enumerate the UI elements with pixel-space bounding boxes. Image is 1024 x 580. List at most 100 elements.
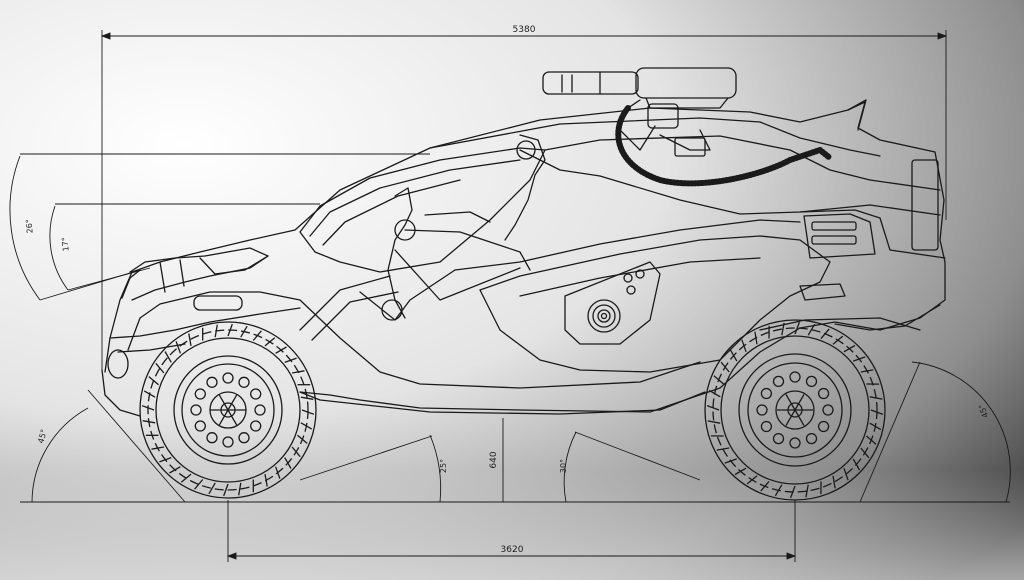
tread-block [240, 325, 248, 338]
lug-bolt [772, 432, 785, 445]
approach-angle-arc [31, 407, 89, 503]
tread-block [746, 475, 758, 485]
tread-block [275, 346, 287, 354]
tread-block [729, 349, 738, 362]
lug-bolt [238, 376, 250, 388]
ground-fade [0, 470, 1024, 580]
tread-block [869, 422, 882, 431]
tread-block [805, 484, 809, 498]
tread-block [760, 480, 770, 492]
ground-clearance-label: 640 [489, 451, 499, 468]
rear-ramp-angle-arc [563, 431, 577, 503]
tread-block [297, 434, 308, 444]
tread-block [264, 473, 268, 487]
roof-turret-icon [542, 67, 833, 187]
front-ramp-angle-arc [429, 434, 442, 503]
lug-bolt [222, 372, 234, 384]
tread-block [151, 446, 165, 450]
lug-bolt [760, 420, 773, 433]
tread-block [754, 331, 758, 345]
tread-block [734, 467, 747, 476]
tread-block [774, 484, 783, 497]
tread-block [860, 447, 870, 459]
hood-angle-arc [49, 205, 69, 291]
hub-spoke [227, 394, 238, 411]
lug-bolt [190, 404, 202, 416]
tread-block [148, 376, 159, 386]
lug-bolt [206, 376, 218, 388]
lug-bolt [805, 375, 818, 388]
windshield-angle-arc [9, 155, 41, 301]
tread-block [169, 466, 181, 474]
tread-block [860, 369, 874, 373]
tread-block [291, 446, 301, 458]
lug-bolt [822, 404, 834, 416]
tread-block [164, 351, 172, 363]
tread-block [208, 482, 216, 495]
tread-block [301, 409, 315, 415]
hub-spoke [218, 409, 229, 426]
lug-bolt [194, 388, 206, 400]
tread-block [716, 447, 730, 451]
hub-spoke [794, 409, 805, 426]
tread-block [227, 323, 233, 337]
tread-block [194, 479, 204, 490]
lug-bolt [238, 432, 250, 444]
tread-block [252, 330, 262, 341]
tread-block [291, 370, 305, 374]
tread-block [843, 344, 856, 353]
tread-block [274, 466, 281, 479]
tread-block [142, 420, 156, 424]
lug-bolt [756, 404, 768, 416]
tread-block [789, 485, 796, 499]
lug-bolt [805, 432, 818, 445]
tread-block [713, 375, 725, 385]
tread-block [300, 396, 314, 400]
lug-bolt [194, 420, 206, 432]
tread-block [741, 339, 747, 353]
lug-bolt [817, 420, 830, 433]
tread-block [852, 458, 861, 471]
lug-bolt [817, 387, 830, 400]
tread-block [870, 409, 884, 416]
tread-block [706, 404, 720, 411]
tread-block [223, 483, 229, 497]
vehicle-body-outline-icon [101, 67, 946, 417]
hood-angle-label: 17° [60, 237, 70, 252]
tread-block [300, 422, 313, 430]
lug-bolt [772, 375, 785, 388]
tread-block [141, 405, 155, 411]
approach-angle-label: 45° [36, 428, 48, 444]
hub-spoke [794, 394, 805, 411]
tread-block [807, 323, 816, 336]
hub-spoke [227, 409, 238, 426]
lug-bolt [760, 387, 773, 400]
tread-block [781, 322, 785, 336]
tread-block [188, 333, 192, 347]
lug-bolt [222, 436, 234, 448]
windshield-angle-label: 26° [24, 219, 34, 234]
tread-block [832, 475, 836, 489]
tread-block [708, 389, 721, 398]
wheelbase-label: 3620 [501, 545, 524, 555]
tread-block [238, 482, 242, 496]
departure-angle-arc [911, 361, 1011, 503]
tread-block [707, 420, 721, 424]
tread-block [159, 456, 172, 463]
lug-bolt [254, 404, 266, 416]
tread-block [720, 361, 730, 373]
dimension-annotations: 5380 3620 640 45° 25° 30° 45° 26° 17° [9, 25, 1011, 562]
lug-bolt [250, 420, 262, 432]
rear-ramp-angle-label: 30° [559, 459, 568, 473]
lug-bolt [789, 437, 801, 449]
hub-spoke [785, 409, 796, 426]
tread-block [175, 341, 182, 354]
tread-block [264, 337, 276, 347]
tread-block [724, 458, 738, 464]
lug-bolt [250, 388, 262, 400]
tread-block [865, 435, 877, 445]
tread-block [843, 467, 849, 481]
tread-block [832, 335, 844, 345]
